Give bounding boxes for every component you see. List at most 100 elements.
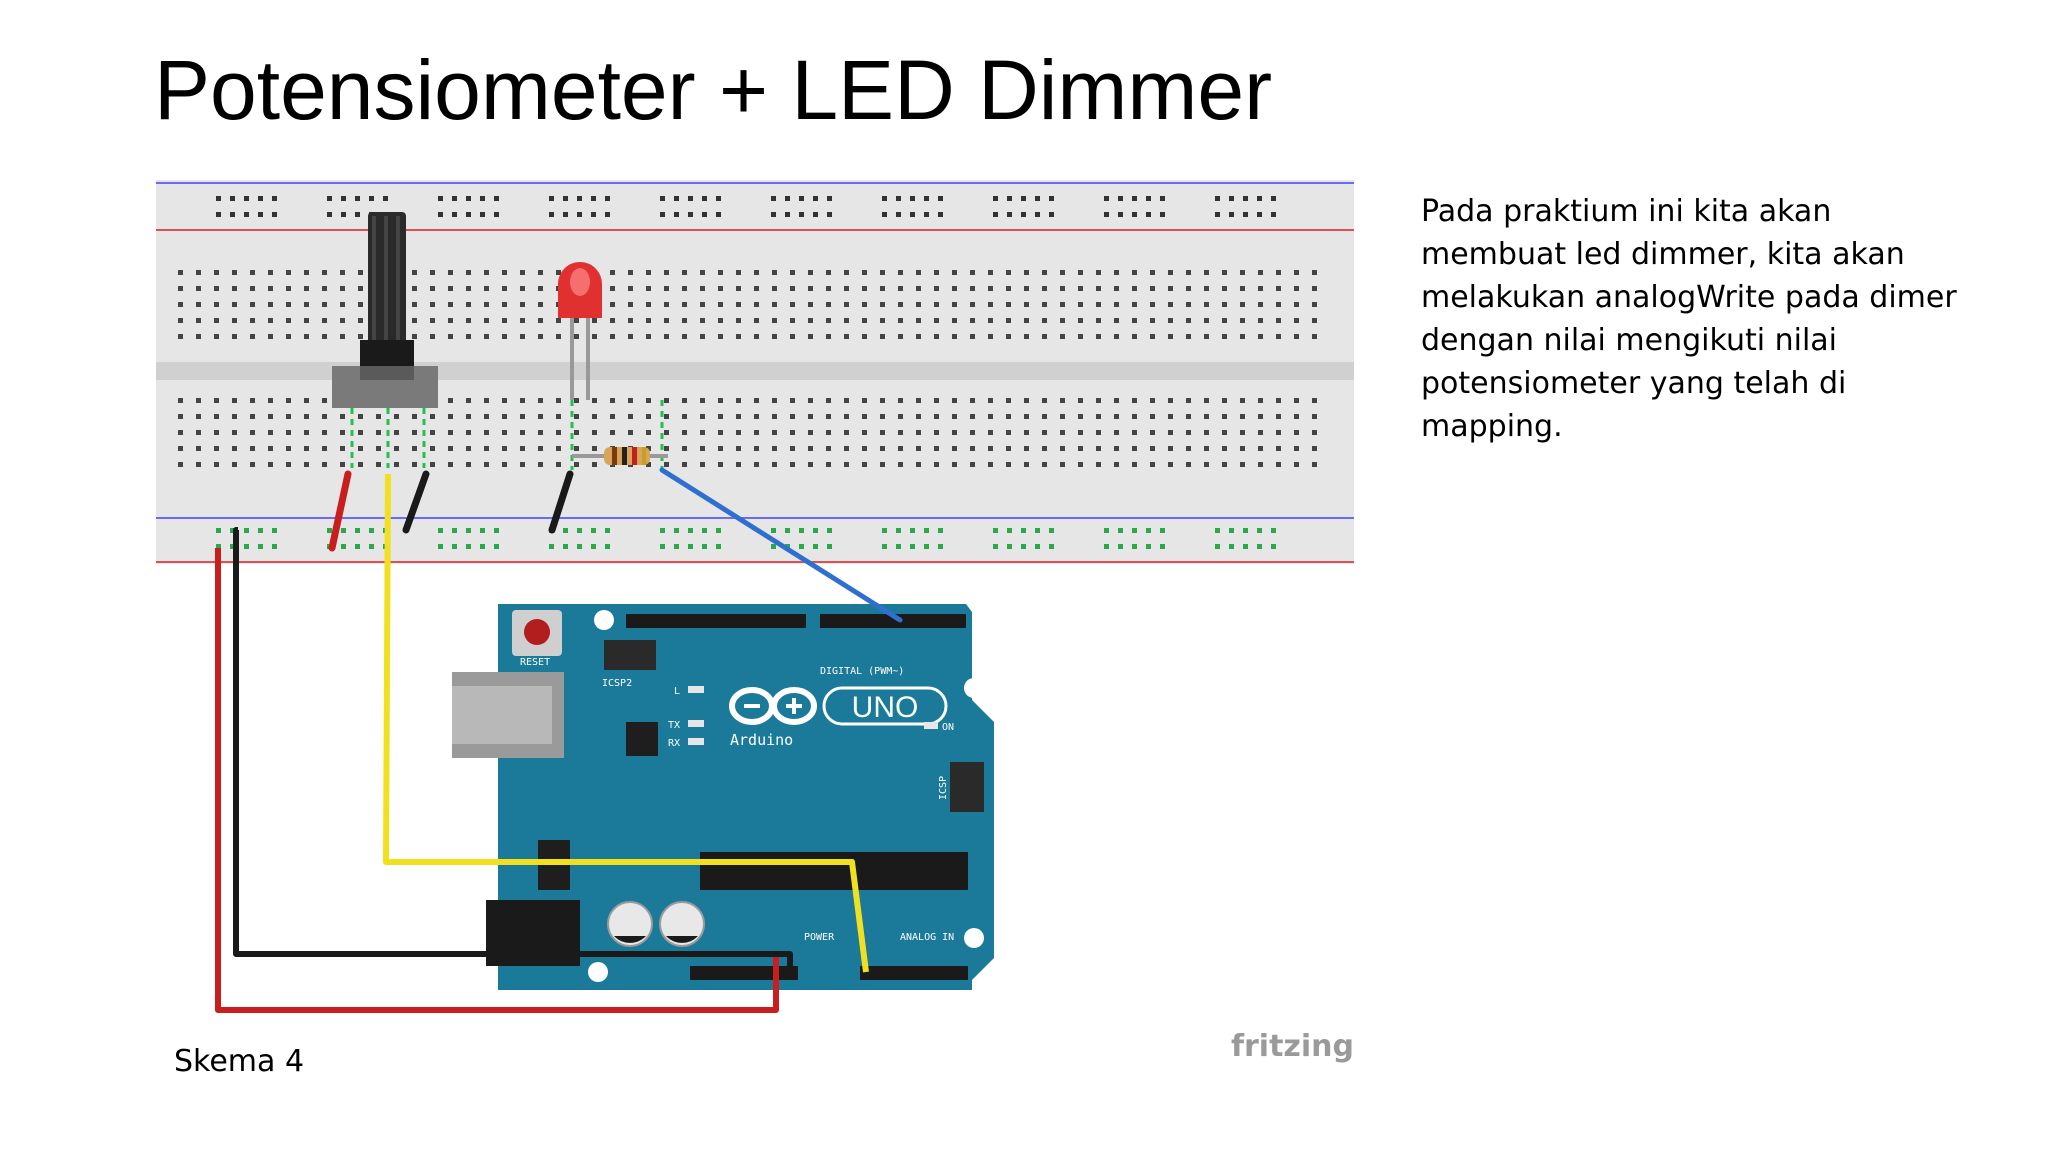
breadboard-hole: [340, 446, 345, 451]
breadboard-hole: [412, 270, 417, 275]
breadboard-hole: [844, 446, 849, 451]
breadboard-hole: [1243, 212, 1248, 217]
breadboard-hole: [1114, 318, 1119, 323]
breadboard-hole: [286, 286, 291, 291]
breadboard-hole: [826, 414, 831, 419]
breadboard-hole: [754, 398, 759, 403]
breadboard-hole: [896, 196, 901, 201]
breadboard-hole: [1258, 398, 1263, 403]
breadboard-hole: [898, 430, 903, 435]
breadboard-hole: [466, 270, 471, 275]
breadboard-hole: [340, 414, 345, 419]
breadboard-hole: [1006, 318, 1011, 323]
breadboard-hole: [736, 462, 741, 467]
breadboard-hole: [718, 462, 723, 467]
breadboard-hole: [230, 196, 235, 201]
breadboard-hole: [1006, 462, 1011, 467]
breadboard-hole: [910, 544, 915, 549]
breadboard-hole: [484, 318, 489, 323]
breadboard-hole: [484, 302, 489, 307]
breadboard-hole: [924, 528, 929, 533]
breadboard-hole: [520, 430, 525, 435]
breadboard-hole: [1276, 270, 1281, 275]
breadboard-hole: [232, 446, 237, 451]
breadboard-hole: [628, 318, 633, 323]
breadboard-hole: [1021, 196, 1026, 201]
breadboard-hole: [1222, 286, 1227, 291]
arduino-brand-text: Arduino: [730, 731, 793, 749]
breadboard-hole: [563, 544, 568, 549]
breadboard-hole: [322, 302, 327, 307]
breadboard-hole: [1312, 446, 1317, 451]
breadboard-hole: [674, 544, 679, 549]
breadboard-hole: [1229, 528, 1234, 533]
breadboard-hole: [520, 302, 525, 307]
breadboard-hole: [628, 286, 633, 291]
breadboard-hole: [898, 302, 903, 307]
breadboard-hole: [430, 270, 435, 275]
breadboard-hole: [988, 270, 993, 275]
breadboard-hole: [574, 318, 579, 323]
breadboard-hole: [1271, 528, 1276, 533]
breadboard-hole: [358, 430, 363, 435]
breadboard-hole: [1049, 528, 1054, 533]
breadboard-hole: [494, 196, 499, 201]
breadboard-hole: [938, 212, 943, 217]
breadboard-hole: [574, 398, 579, 403]
breadboard-hole: [258, 212, 263, 217]
breadboard-hole: [214, 334, 219, 339]
breadboard-hole: [502, 270, 507, 275]
breadboard-hole: [412, 462, 417, 467]
breadboard-hole: [628, 430, 633, 435]
breadboard-hole: [1222, 318, 1227, 323]
breadboard-hole: [799, 528, 804, 533]
breadboard-hole: [1132, 196, 1137, 201]
breadboard-hole: [1060, 398, 1065, 403]
breadboard-hole: [1104, 196, 1109, 201]
breadboard-hole: [502, 446, 507, 451]
breadboard-hole: [250, 398, 255, 403]
breadboard-hole: [430, 430, 435, 435]
breadboard-hole: [736, 270, 741, 275]
breadboard-hole: [1312, 318, 1317, 323]
breadboard-hole: [1060, 414, 1065, 419]
breadboard-hole: [808, 302, 813, 307]
breadboard-hole: [1160, 528, 1165, 533]
breadboard-hole: [1096, 446, 1101, 451]
breadboard-hole: [1096, 286, 1101, 291]
breadboard-hole: [1060, 334, 1065, 339]
breadboard-hole: [1024, 334, 1029, 339]
breadboard-hole: [1060, 270, 1065, 275]
breadboard-hole: [1186, 270, 1191, 275]
breadboard-hole: [771, 544, 776, 549]
breadboard-hole: [1049, 544, 1054, 549]
breadboard-hole: [1160, 196, 1165, 201]
breadboard-hole: [250, 302, 255, 307]
breadboard-hole: [736, 398, 741, 403]
breadboard-hole: [790, 446, 795, 451]
breadboard-hole: [230, 528, 235, 533]
breadboard-hole: [232, 302, 237, 307]
breadboard-hole: [341, 212, 346, 217]
breadboard-hole: [250, 446, 255, 451]
breadboard-hole: [286, 302, 291, 307]
breadboard-hole: [934, 446, 939, 451]
breadboard-hole: [494, 212, 499, 217]
breadboard-hole: [1114, 270, 1119, 275]
breadboard-hole: [736, 334, 741, 339]
breadboard-hole: [376, 414, 381, 419]
breadboard-hole: [232, 270, 237, 275]
breadboard-hole: [1312, 414, 1317, 419]
breadboard-hole: [520, 414, 525, 419]
breadboard-hole: [970, 270, 975, 275]
breadboard-hole: [924, 196, 929, 201]
breadboard-hole: [556, 462, 561, 467]
breadboard-hole: [682, 302, 687, 307]
breadboard-hole: [1024, 302, 1029, 307]
breadboard-hole: [610, 414, 615, 419]
breadboard-hole: [1294, 286, 1299, 291]
breadboard-hole: [993, 212, 998, 217]
breadboard-hole: [1024, 414, 1029, 419]
breadboard-hole: [244, 528, 249, 533]
breadboard-hole: [799, 544, 804, 549]
